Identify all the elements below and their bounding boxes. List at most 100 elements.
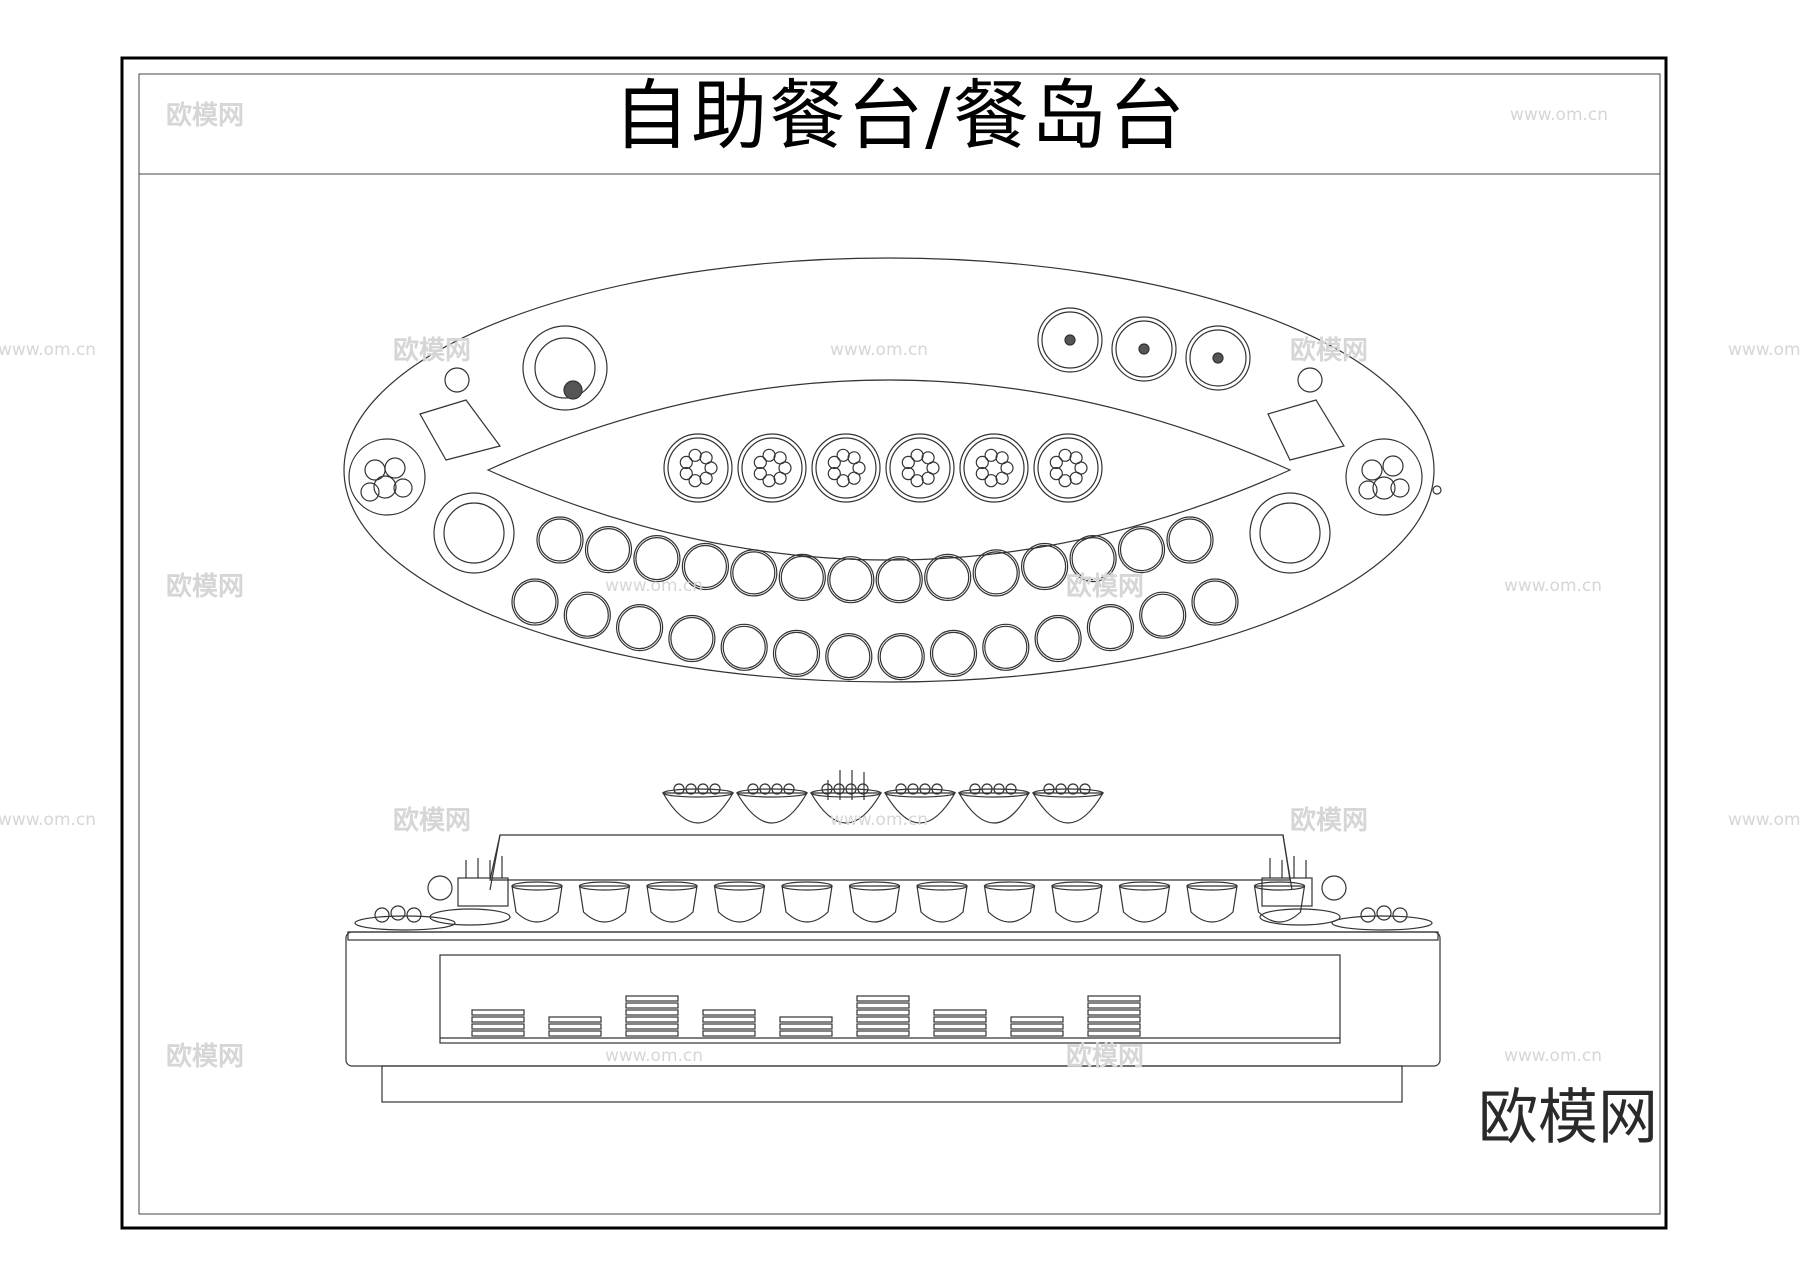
elevation-plate — [933, 1030, 987, 1037]
elevation-lower-bowl — [646, 885, 698, 923]
plan-bowl — [1139, 591, 1187, 639]
elevation-food-item — [907, 783, 919, 795]
plan-food-item — [753, 455, 767, 469]
plan-food-item — [773, 471, 787, 485]
watermark-brand: 欧模网 — [1066, 572, 1145, 602]
plan-food-item — [995, 471, 1009, 485]
plan-cake-stand-knob — [1138, 343, 1150, 355]
elevation-lower-bowl-rim — [1186, 881, 1238, 891]
elevation-left-ornament — [354, 856, 511, 931]
plan-food-item — [984, 448, 998, 462]
elevation-food-item — [969, 783, 981, 795]
elevation-right-ornament — [1259, 856, 1433, 931]
plan-food-item — [679, 467, 693, 481]
watermark-url: www.om.cn — [0, 810, 97, 830]
plan-bowl-rim — [1168, 518, 1212, 562]
elevation-plate — [471, 1016, 525, 1023]
small-bowl — [444, 367, 470, 393]
plan-food-item — [847, 451, 861, 465]
plan-food-item — [836, 448, 850, 462]
plan-cake-stand-rim — [1115, 320, 1173, 378]
plan-bowl — [1020, 542, 1069, 591]
fruit-ball — [1390, 478, 1410, 498]
elevation-lower-bowl — [848, 885, 901, 923]
elevation-food-item — [821, 783, 833, 795]
watermark-url: www.om.cn — [1728, 340, 1800, 360]
round-tray-inner — [534, 337, 596, 399]
elevation-lower-bowl-rim — [578, 881, 631, 891]
elevation-food-item — [771, 783, 783, 795]
elevation-lower-bowl — [511, 885, 563, 923]
plan-food-item — [699, 451, 713, 465]
elevation-lower-bowl-rim — [1253, 881, 1306, 891]
elevation-food-item — [1043, 783, 1055, 795]
elevation-plate-stacks — [471, 995, 1141, 1037]
plan-bowl-rim — [827, 634, 871, 679]
elevation-food-item — [1005, 783, 1017, 795]
plan-left-fruit-platters — [348, 325, 608, 574]
plan-food-item — [699, 471, 713, 485]
elevation-lower-bowl — [578, 885, 631, 923]
plan-center-dish-rim — [889, 437, 951, 499]
plan-center-dish — [959, 433, 1029, 503]
grape-platter — [433, 492, 515, 574]
plan-bowl — [982, 623, 1030, 671]
elevation-plate — [625, 1009, 679, 1016]
plan-bowl — [615, 603, 664, 652]
plan-bowl — [929, 629, 978, 678]
elevation-food-item — [1079, 783, 1091, 795]
plan-outer-ellipse — [343, 257, 1435, 683]
elevation-riser — [489, 834, 1291, 881]
watermark-url: www.om.cn — [830, 810, 929, 830]
riser-side — [1282, 834, 1293, 891]
fruit — [1360, 907, 1376, 923]
elevation-lower-bowl — [1118, 885, 1171, 923]
watermark-url: www.om.cn — [605, 1046, 704, 1066]
plan-bowl — [536, 516, 584, 564]
plan-cake-stand — [1111, 316, 1177, 382]
plan-food-item — [901, 455, 915, 469]
brand-logo-text: 欧模网 — [1478, 1083, 1658, 1153]
plan-food-item — [827, 467, 841, 481]
fruit-ball — [384, 457, 406, 479]
elevation-food-item — [931, 783, 943, 795]
plan-bowl — [668, 614, 716, 663]
elevation-plate — [1087, 1016, 1141, 1023]
elevation-food-item — [697, 783, 709, 795]
fruit — [406, 907, 422, 923]
plan-cake-stands — [1037, 307, 1251, 391]
elevation-plate — [548, 1016, 602, 1023]
elevation-top-bowls — [661, 783, 1105, 824]
plan-center-dish — [737, 433, 807, 503]
plan-food-item — [910, 448, 924, 462]
plan-view — [343, 257, 1442, 683]
plan-center-dish — [885, 433, 955, 503]
elevation-lower-bowl — [1253, 885, 1306, 923]
fruit-platter — [348, 438, 426, 516]
grape-platter-inner — [1259, 502, 1321, 564]
fruit-ball — [393, 478, 413, 498]
elevation-plate — [856, 1016, 910, 1023]
grape-platter-inner — [443, 502, 505, 564]
watermark-brand: 欧模网 — [1290, 336, 1369, 366]
plan-center-dish-rim — [815, 437, 877, 499]
outer-frame — [120, 56, 1668, 1230]
plan-center-dish-rim — [667, 437, 729, 499]
elevation-plate — [1010, 1023, 1064, 1030]
plan-bowl — [1166, 516, 1214, 564]
plan-center-dish — [1033, 433, 1103, 503]
plan-food-item — [1058, 474, 1072, 488]
plan-bowl — [1191, 578, 1239, 626]
plan-bowl — [924, 553, 972, 602]
elevation-plate — [702, 1009, 756, 1016]
elevation-lower-bowl — [1186, 885, 1238, 923]
bead-row — [1259, 908, 1341, 926]
watermark-brand: 欧模网 — [166, 572, 245, 602]
end-knob — [1432, 485, 1442, 495]
plan-cake-stand-knob — [1064, 334, 1076, 346]
plan-food-item — [1069, 471, 1083, 485]
elevation-top-bowl — [1031, 792, 1105, 824]
plan-food-item — [910, 474, 924, 488]
fruit — [374, 907, 390, 923]
plan-bowl-rim — [1119, 527, 1164, 572]
